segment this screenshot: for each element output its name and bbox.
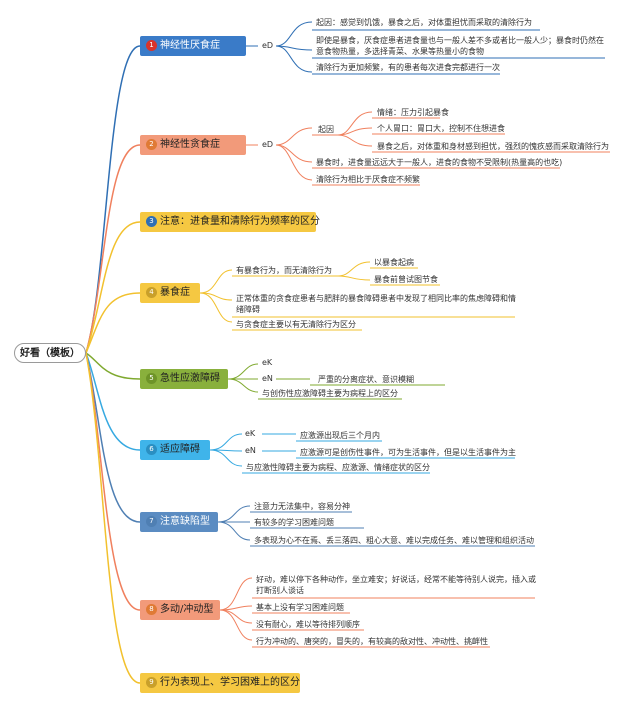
detail-text: 清除行为相比于厌食症不频繁 — [316, 175, 420, 184]
link-1 — [85, 45, 141, 354]
detail-text: 以暴食起病 — [374, 258, 414, 267]
number-badge: 8 — [146, 604, 157, 615]
detail-text: 情绪：压力引起暴食 — [377, 108, 449, 117]
detail-text: 多表现为心不在焉、丢三落四、粗心大意、难以完成任务、难以管理和组织活动 — [254, 536, 534, 545]
detail-text: 应激源出现后三个月内 — [300, 431, 380, 440]
detail-text: 好动，难以停下各种动作，坐立难安；好说话，经常不能等待别人说完，插入或打断别人谈… — [256, 575, 536, 595]
detail-text: 与创伤性应激障碍主要为病程上的区分 — [262, 389, 398, 398]
number-badge: 5 — [146, 373, 157, 384]
detail-text: 起因：感觉到饥饿，暴食之后，对体重担忧而采取的清除行为 — [316, 18, 532, 27]
detail-text: 没有耐心，难以等待排列顺序 — [256, 620, 360, 629]
branch-label: 注意：进食量和清除行为频率的区分 — [160, 216, 320, 227]
link-4 — [85, 292, 141, 354]
detail-text: 暴食之后，对体重和身材感到担忧，强烈的愧疚感而采取清除行为 — [377, 142, 609, 151]
link-3 — [85, 221, 141, 354]
branch-label: 适应障碍 — [160, 444, 200, 455]
detail-text: 行为冲动的、唐突的，冒失的，有较高的敌对性、冲动性、挑衅性 — [256, 637, 488, 646]
connector-label: eN — [262, 374, 273, 383]
connector-label: eN — [245, 446, 256, 455]
detail-text: 有暴食行为，而无清除行为 — [236, 266, 332, 275]
link-5 — [85, 352, 141, 380]
branch-label: 行为表现上、学习困难上的区分 — [160, 677, 300, 688]
branch-label: 多动/冲动型 — [160, 604, 214, 615]
detail-text: 即使是暴食，厌食症患者进食量也与一般人差不多或者比一般人少；暴食时仍然在意食物热… — [316, 36, 604, 56]
detail-text: 有较多的学习困难问题 — [254, 518, 334, 527]
detail-text: 基本上没有学习困难问题 — [256, 603, 344, 612]
link-9 — [85, 352, 141, 684]
detail-text: 注意力无法集中，容易分神 — [254, 502, 350, 511]
detail-text: 正常体重的贪食症患者与肥胖的暴食障碍患者中发现了相同比率的焦虑障碍和情绪障碍 — [236, 294, 516, 314]
detail-text: 清除行为更加频繁，有的患者每次进食完都进行一次 — [316, 63, 500, 72]
detail-text: 暴食时，进食量远远大于一般人，进食的食物不受限制(热量高的也吃) — [316, 158, 563, 167]
number-badge: 3 — [146, 216, 157, 227]
branch-label: 急性应激障碍 — [160, 373, 220, 384]
branch-label: 注意缺陷型 — [160, 516, 210, 527]
cause-label: 起因 — [318, 125, 334, 134]
connector-label: eK — [245, 429, 256, 438]
connector-label: eD — [262, 140, 274, 149]
detail-text: 暴食前曾试图节食 — [374, 275, 438, 284]
branch-label: 神经性贪食症 — [160, 139, 220, 150]
number-badge: 7 — [146, 516, 157, 527]
link-2 — [85, 144, 141, 354]
connector-label: eD — [262, 41, 274, 50]
detail-text: 与贪食症主要以有无清除行为区分 — [236, 320, 356, 329]
detail-text: 个人胃口：胃口大，控制不住想进食 — [377, 124, 505, 133]
connector-label: eK — [262, 358, 273, 367]
number-badge: 9 — [146, 677, 157, 688]
branch-label: 神经性厌食症 — [160, 40, 220, 51]
root-node[interactable]: 好看（模板） — [14, 343, 86, 363]
detail-text: 严重的分离症状、意识模糊 — [318, 375, 414, 384]
number-badge: 6 — [146, 444, 157, 455]
branch-label: 暴食症 — [160, 287, 190, 298]
number-badge: 2 — [146, 139, 157, 150]
link-6 — [85, 352, 141, 451]
number-badge: 4 — [146, 287, 157, 298]
number-badge: 1 — [146, 40, 157, 51]
detail-text: 与应激性障碍主要为病程、应激源、情绪症状的区分 — [246, 463, 430, 472]
detail-text: 应激源可是创伤性事件，可为生活事件，但是以生活事件为主 — [300, 448, 516, 457]
link-7 — [85, 352, 141, 523]
